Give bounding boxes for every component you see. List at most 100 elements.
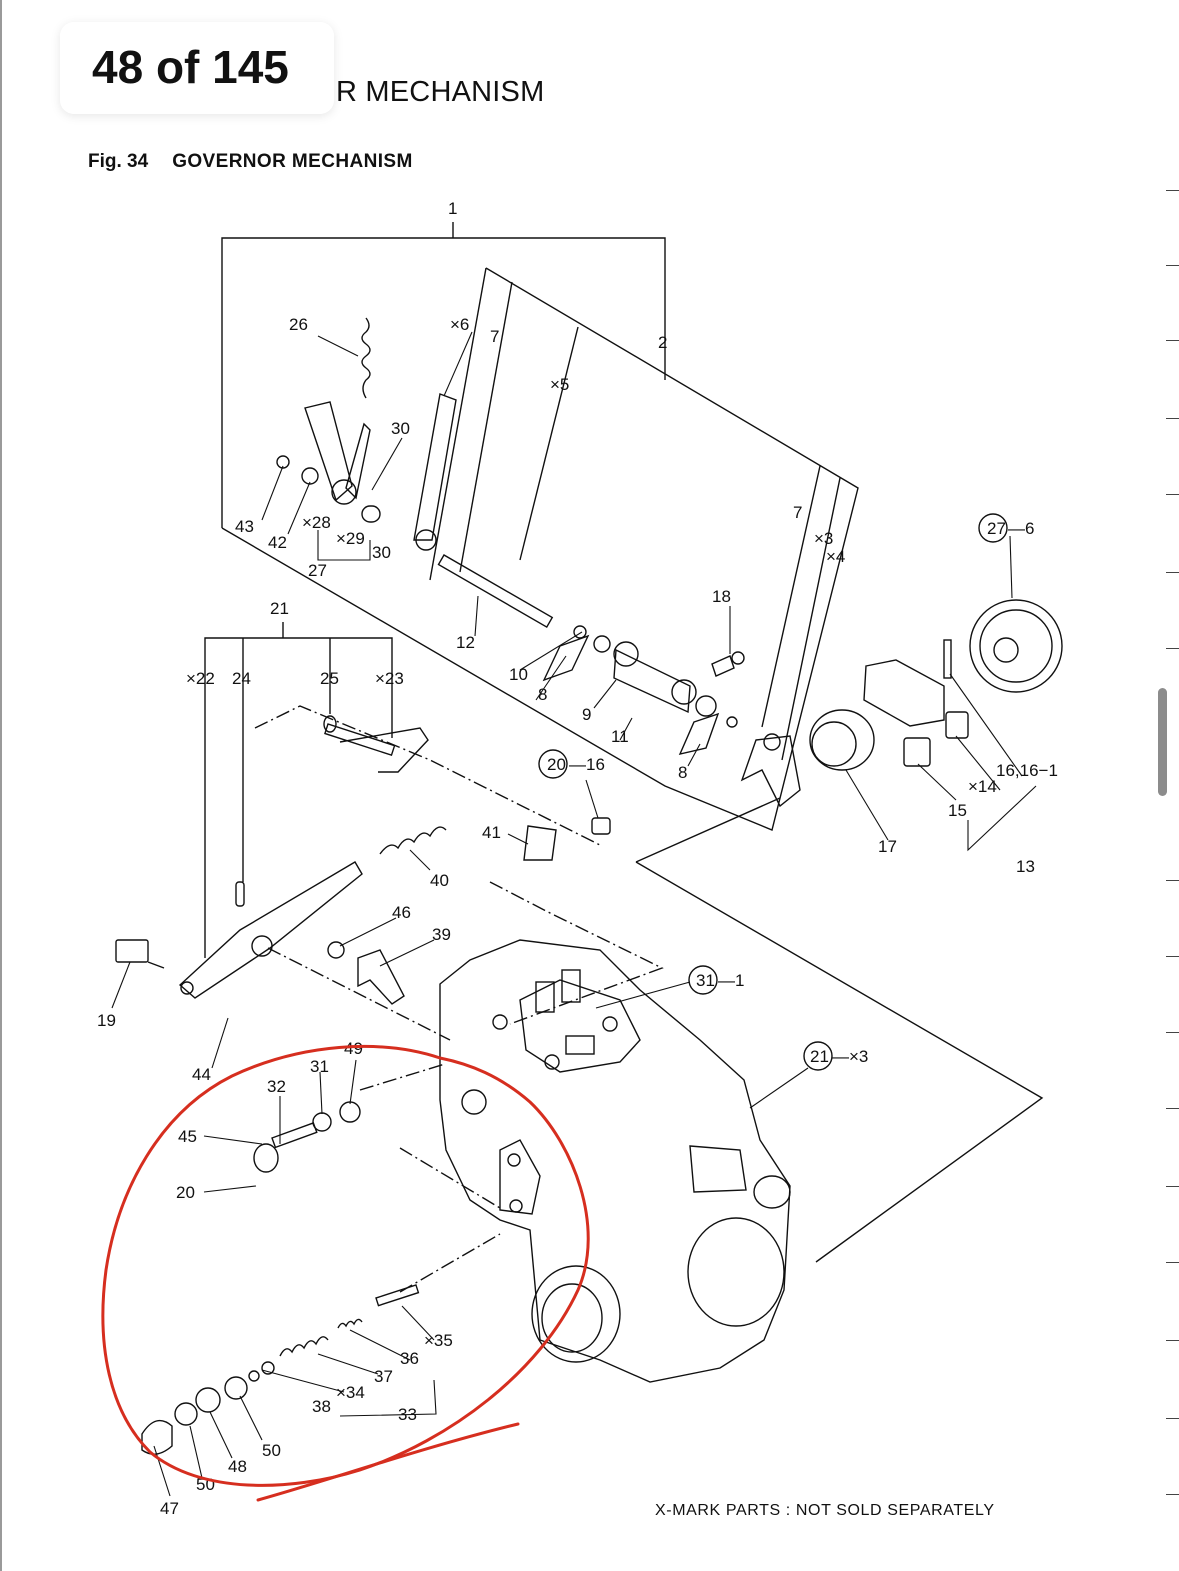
callout-21-group: 21 (270, 599, 289, 618)
callout-20: 20 (176, 1183, 195, 1202)
callout-x6: ×6 (450, 315, 469, 334)
callout-33: 33 (398, 1405, 417, 1424)
red-annotation-circle (101, 1044, 590, 1487)
callout-42: 42 (268, 533, 287, 552)
callout-37: 37 (374, 1367, 393, 1386)
screw-18 (711, 655, 735, 677)
callout-24: 24 (232, 669, 251, 688)
callout-30a: 30 (391, 419, 410, 438)
page-edge-mark (1166, 494, 1179, 495)
callout-2: 2 (658, 333, 667, 352)
callout-19: 19 (97, 1011, 116, 1030)
callout-x4: ×4 (826, 547, 845, 566)
weight-holder (863, 659, 945, 727)
red-annotation-stroke (256, 1422, 520, 1502)
callout-46: 46 (392, 903, 411, 922)
callout-circle-31 (688, 965, 718, 995)
bracket-39 (357, 949, 405, 1005)
callout-27-circled: 27 (987, 519, 1006, 538)
figure-title: GOVERNOR MECHANISM (172, 151, 413, 172)
part-19 (115, 939, 149, 963)
page-edge-mark (1166, 1340, 1179, 1341)
governor-shaft (437, 554, 554, 628)
callout-15: 15 (948, 801, 967, 820)
callout-8b: 8 (678, 763, 687, 782)
callout-45: 45 (178, 1127, 197, 1146)
page-edge-mark (1166, 572, 1179, 573)
page-edge-mark (1166, 418, 1179, 419)
callout-38: 38 (312, 1397, 331, 1416)
callout-x23: ×23 (375, 669, 404, 688)
page-left-border (0, 0, 2, 1571)
callout-32: 32 (267, 1077, 286, 1096)
callout-39: 39 (432, 925, 451, 944)
callout-17: 17 (878, 837, 897, 856)
page-edge-mark (1166, 956, 1179, 957)
callout-x28: ×28 (302, 513, 331, 532)
bracket-group-1 (221, 237, 666, 528)
callout-31: 31 (310, 1057, 329, 1076)
callout-circle-20 (538, 749, 568, 779)
spring-26 (361, 317, 371, 399)
link-plate (339, 727, 429, 773)
callout-20-circled: 20 (547, 755, 566, 774)
bracket-41 (523, 825, 557, 861)
page-edge-mark (1166, 1418, 1179, 1419)
page-edge-mark (1166, 265, 1179, 266)
callout-20-16: —16 (569, 755, 605, 774)
page-edge-mark (1166, 1494, 1179, 1495)
callout-21-circled: 21 (810, 1047, 829, 1066)
governor-lever (413, 393, 457, 541)
spring-40 (379, 826, 447, 855)
callout-x34: ×34 (336, 1383, 365, 1402)
pump-housing (439, 939, 791, 1383)
assembly-outline-upper (221, 267, 859, 831)
callout-27: 27 (308, 561, 327, 580)
figure-number: Fig. 34 (88, 151, 149, 172)
callout-18: 18 (712, 587, 731, 606)
vertical-scrollbar[interactable] (1158, 688, 1167, 796)
callout-9: 9 (582, 705, 591, 724)
callout-11: 11 (611, 727, 629, 746)
callout-30b: 30 (372, 543, 391, 562)
callout-40: 40 (430, 871, 449, 890)
diagram-linework (111, 222, 1063, 1497)
callout-41: 41 (482, 823, 501, 842)
callout-16-16-1: 16,16−1 (996, 761, 1058, 780)
page-edge-mark (1166, 340, 1179, 341)
callout-27-6: —6 (1008, 519, 1034, 538)
max-speed-stopper-parts (141, 1101, 420, 1455)
callout-1: 1 (448, 199, 457, 218)
page-edge-mark (1166, 1108, 1179, 1109)
callout-circle-21 (803, 1041, 833, 1071)
governor-gear (969, 599, 1063, 693)
page-edge-mark (1166, 1186, 1179, 1187)
governor-sleeve-17 (809, 709, 875, 771)
callout-7a: 7 (490, 327, 499, 346)
callout-50a: 50 (262, 1441, 281, 1460)
callout-26: 26 (289, 315, 308, 334)
callout-48: 48 (228, 1457, 247, 1476)
callout-49: 49 (344, 1039, 363, 1058)
fork-lever-9 (613, 648, 691, 714)
callout-25: 25 (320, 669, 339, 688)
bracket-group-21 (204, 637, 393, 958)
nut-20-16 (591, 817, 611, 835)
callout-x35: ×35 (424, 1331, 453, 1350)
figure-caption: Fig. 34 GOVERNOR MECHANISM (88, 151, 413, 173)
page-edge-mark (1166, 1032, 1179, 1033)
callout-36: 36 (400, 1349, 419, 1368)
page-edge-mark (1166, 880, 1179, 881)
callout-labels: 1 2 26 ×6 7 ×5 30 43 42 ×28 ×29 30 27 7 … (97, 199, 1058, 1518)
callout-12: 12 (456, 633, 475, 652)
callout-x3: ×3 (814, 529, 833, 548)
main-lever (178, 861, 363, 999)
callout-7b: 7 (793, 503, 802, 522)
page-indicator-badge: 48 of 145 (60, 22, 334, 114)
page-header-title: R MECHANISM (336, 76, 545, 108)
page-edge-mark (1166, 190, 1179, 191)
callout-10: 10 (509, 665, 528, 684)
callout-31-circled: 31 (696, 971, 715, 990)
footnote-not-sold-separately: X-MARK PARTS : NOT SOLD SEPARATELY (655, 1502, 995, 1519)
